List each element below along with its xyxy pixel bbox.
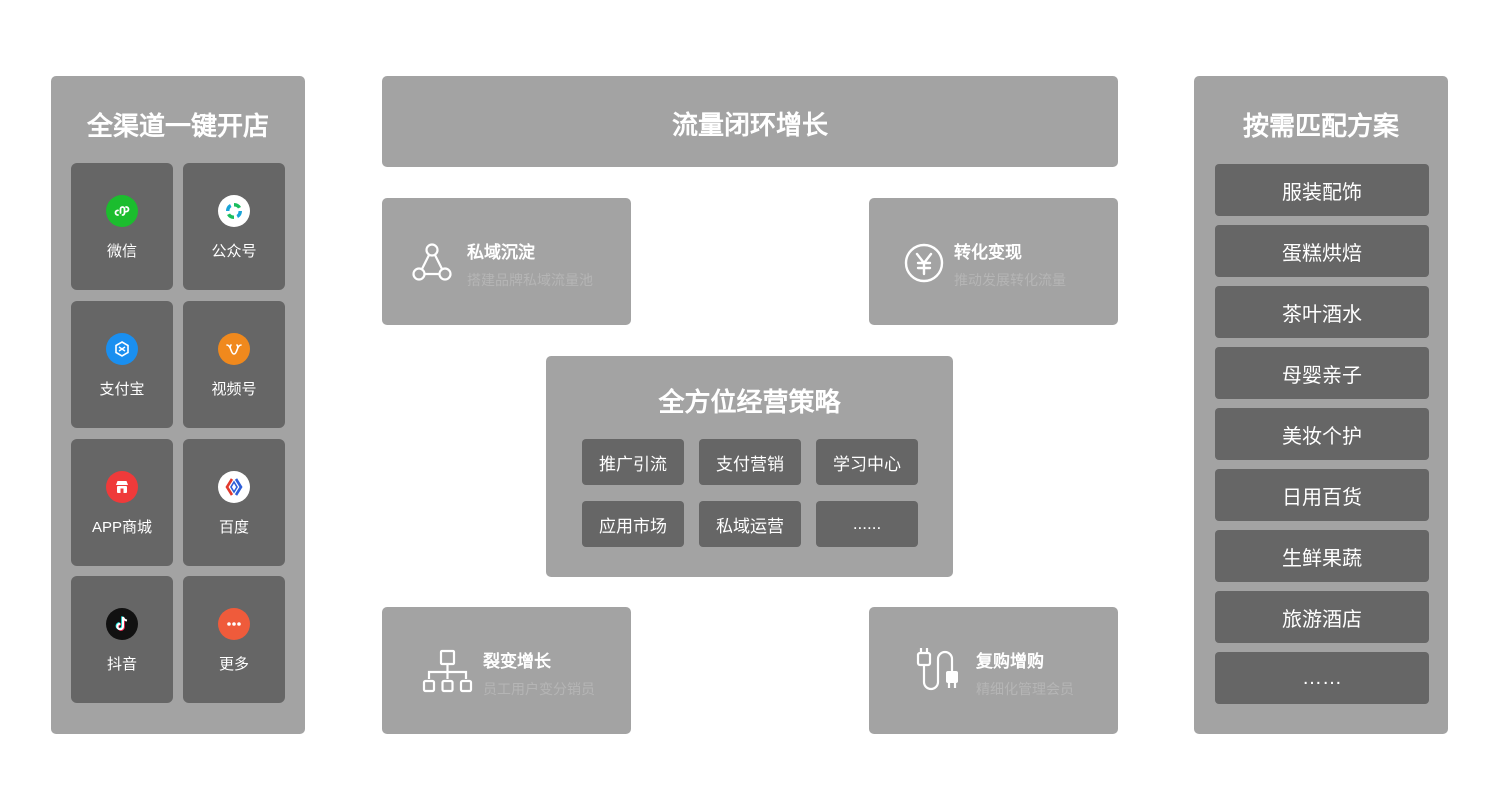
strategy-item-more[interactable]: ...... (816, 501, 918, 547)
strategy-item-learning-center[interactable]: 学习中心 (816, 439, 918, 485)
network-icon (412, 243, 452, 281)
solution-item-daily-goods[interactable]: 日用百货 (1215, 469, 1429, 521)
solution-item-tea-wine[interactable]: 茶叶酒水 (1215, 286, 1429, 338)
feature-repurchase[interactable]: 复购增购 精细化管理会员 (869, 607, 1118, 734)
channel-label: 支付宝 (99, 381, 145, 398)
official-account-icon (218, 195, 250, 227)
strategy-item-promotion[interactable]: 推广引流 (582, 439, 684, 485)
feature-viral-growth[interactable]: 裂变增长 员工用户变分销员 (382, 607, 631, 734)
feature-subtitle: 搭建品牌私域流量池 (467, 272, 593, 288)
channel-panel-title: 全渠道一键开店 (86, 111, 269, 141)
solution-item-fresh-produce[interactable]: 生鲜果蔬 (1215, 530, 1429, 582)
feature-conversion[interactable]: 转化变现 推动发展转化流量 (869, 198, 1118, 325)
channel-label: 视频号 (211, 381, 257, 398)
strategy-item-private-operation[interactable]: 私域运营 (699, 501, 801, 547)
cable-icon (916, 648, 958, 691)
channels-icon (218, 333, 250, 365)
baidu-icon (218, 471, 250, 503)
feature-private-domain[interactable]: 私域沉淀 搭建品牌私域流量池 (382, 198, 631, 325)
solution-panel: 按需匹配方案 服装配饰 蛋糕烘焙 茶叶酒水 母婴亲子 美妆个护 日用百货 生鲜果… (1194, 76, 1448, 734)
channel-tile-baidu[interactable]: 百度 (183, 439, 285, 566)
strategy-title: 全方位经营策略 (658, 387, 841, 417)
channel-tile-alipay[interactable]: 支付宝 (71, 301, 173, 428)
feature-title: 复购增购 (976, 652, 1044, 671)
solution-item-maternal[interactable]: 母婴亲子 (1215, 347, 1429, 399)
strategy-item-payment-marketing[interactable]: 支付营销 (699, 439, 801, 485)
channel-tile-more[interactable]: 更多 (183, 576, 285, 703)
feature-subtitle: 推动发展转化流量 (954, 272, 1066, 288)
channel-tile-official-account[interactable]: 公众号 (183, 163, 285, 290)
channel-label: 百度 (218, 519, 249, 536)
solution-item-beauty[interactable]: 美妆个护 (1215, 408, 1429, 460)
channel-panel: 全渠道一键开店 微信 公众号 支付宝 视频号 APP商城 百度 (51, 76, 305, 734)
yuan-icon (904, 243, 944, 283)
channel-label: 公众号 (211, 243, 257, 260)
solution-item-apparel[interactable]: 服装配饰 (1215, 164, 1429, 216)
feature-title: 私域沉淀 (467, 243, 535, 262)
traffic-loop-title: 流量闭环增长 (671, 110, 828, 140)
feature-subtitle: 精细化管理会员 (976, 681, 1074, 697)
feature-subtitle: 员工用户变分销员 (483, 681, 595, 697)
mini-program-icon (106, 195, 138, 227)
channel-label: 抖音 (106, 656, 137, 673)
solution-item-bakery[interactable]: 蛋糕烘焙 (1215, 225, 1429, 277)
app-store-icon (106, 471, 138, 503)
channel-label: 更多 (218, 656, 249, 673)
channel-label: APP商城 (91, 519, 152, 536)
strategy-item-app-market[interactable]: 应用市场 (582, 501, 684, 547)
channel-tile-wechat[interactable]: 微信 (71, 163, 173, 290)
solution-item-more[interactable]: …… (1215, 652, 1429, 704)
feature-title: 转化变现 (954, 243, 1022, 262)
more-icon (218, 608, 250, 640)
org-chart-icon (422, 649, 473, 693)
traffic-loop-header: 流量闭环增长 (382, 76, 1118, 167)
solution-item-travel-hotel[interactable]: 旅游酒店 (1215, 591, 1429, 643)
alipay-icon (106, 333, 138, 365)
channel-tile-app-store[interactable]: APP商城 (71, 439, 173, 566)
douyin-icon (106, 608, 138, 640)
strategy-panel: 全方位经营策略 推广引流 支付营销 学习中心 应用市场 私域运营 ...... (546, 356, 953, 577)
feature-title: 裂变增长 (483, 652, 551, 671)
channel-tile-douyin[interactable]: 抖音 (71, 576, 173, 703)
channel-tile-channels[interactable]: 视频号 (183, 301, 285, 428)
channel-label: 微信 (106, 243, 137, 260)
solution-panel-title: 按需匹配方案 (1242, 111, 1399, 141)
